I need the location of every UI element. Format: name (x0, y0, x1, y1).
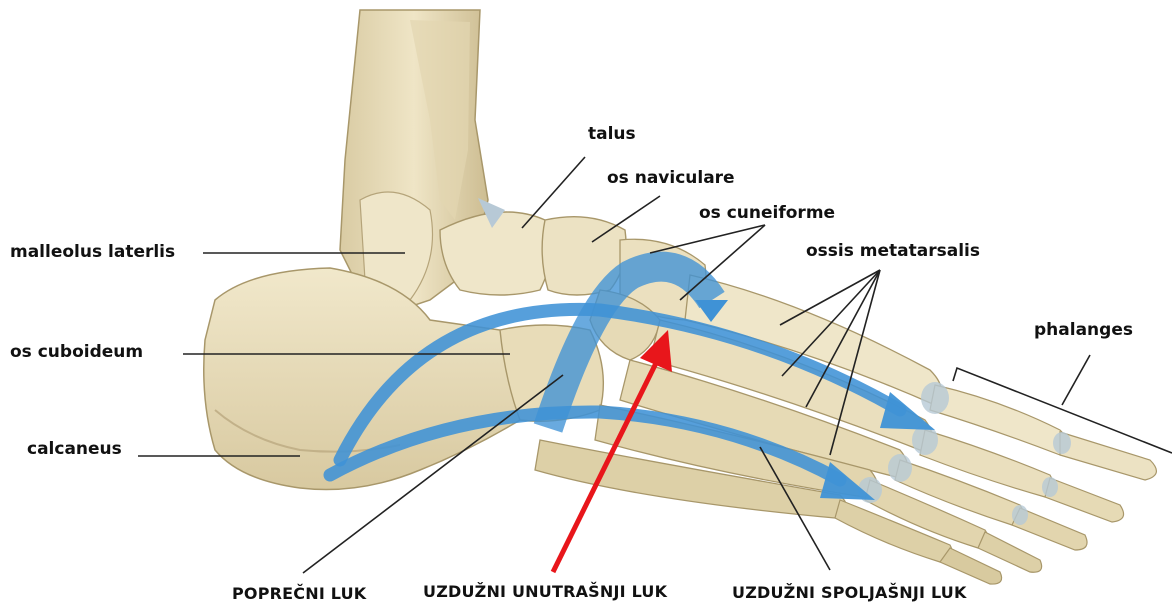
label-os-cuneiforme: os cuneiforme (699, 205, 835, 222)
caption-poprecni-luk: POPREČNI LUK (232, 586, 366, 602)
label-phalanges: phalanges (1034, 322, 1133, 339)
caption-uzduzni-unutrasnji-luk: UZDUŽNI UNUTRAŠNJI LUK (423, 584, 667, 600)
label-os-cuboideum: os cuboideum (10, 344, 143, 361)
label-malleolus-laterlis: malleolus laterlis (10, 244, 175, 261)
label-calcaneus: calcaneus (27, 441, 122, 458)
caption-uzduzni-spoljasnji-luk: UZDUŽNI SPOLJAŠNJI LUK (732, 585, 967, 601)
label-ossis-metatarsalis: ossis metatarsalis (806, 243, 980, 260)
label-talus: talus (588, 126, 636, 143)
label-os-naviculare: os naviculare (607, 170, 735, 187)
